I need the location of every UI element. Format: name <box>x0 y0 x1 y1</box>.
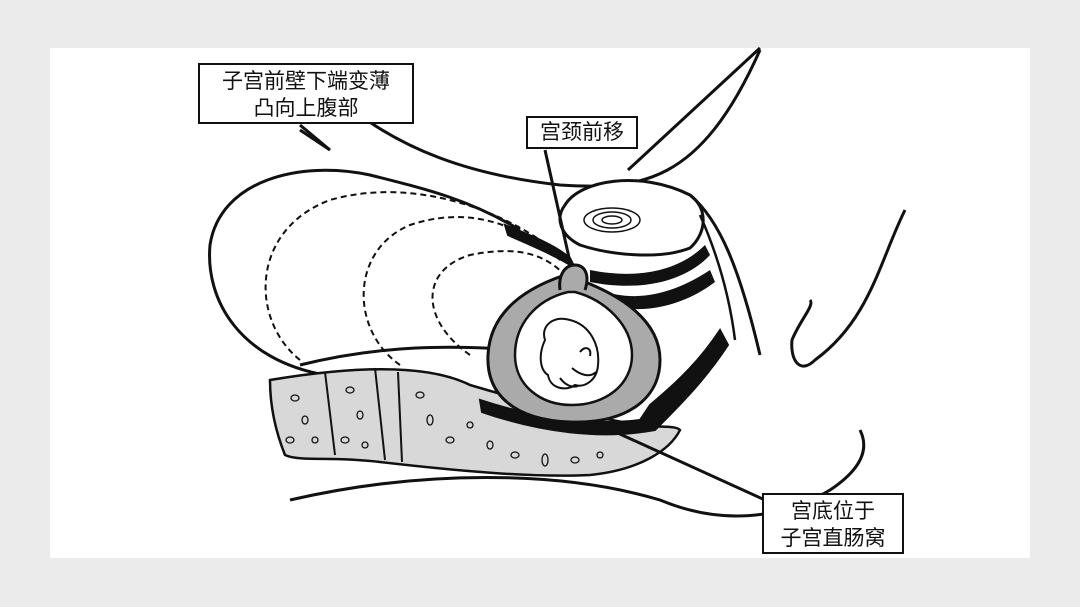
vaginal-channel <box>590 245 710 286</box>
pointer-top-left-line <box>299 123 331 152</box>
label-cervix: 宫颈前移 <box>526 116 638 149</box>
perineum-line-1 <box>689 193 762 356</box>
cervix <box>558 263 589 291</box>
sacrum-shape <box>268 368 682 477</box>
sacrum-bone-dots <box>285 386 604 467</box>
abdominal-outline <box>208 168 521 377</box>
perineum-line-2 <box>698 214 737 341</box>
pointer-cervix-to-uterus <box>543 149 572 263</box>
pointer-cervix-line <box>626 46 762 172</box>
bladder-icon <box>583 207 641 233</box>
dashed-contour-1 <box>264 191 541 361</box>
label-fundus-line1: 宫底位于 <box>791 499 875 523</box>
label-anterior-wall-line1: 子宫前壁下端变薄 <box>222 69 390 93</box>
fetus-icon <box>539 317 600 390</box>
label-fundus-line2: 子宫直肠窝 <box>780 526 886 550</box>
label-anterior-wall-line2: 凸向上腹部 <box>253 96 359 120</box>
pointer-fundus-line <box>599 423 766 502</box>
sacrum-vertebra-lines <box>324 367 403 463</box>
label-fundus: 宫底位于 子宫直肠窝 <box>762 493 904 554</box>
buttock-curve <box>790 209 907 368</box>
label-anterior-wall: 子宫前壁下端变薄 凸向上腹部 <box>198 63 414 124</box>
rectal-channel <box>600 270 715 310</box>
bladder-outline <box>558 179 705 257</box>
dashed-contour-3 <box>431 250 566 356</box>
label-cervix-text: 宫颈前移 <box>540 120 624 144</box>
abdominal-skin-line <box>339 49 762 188</box>
lower-body-curve <box>289 429 866 518</box>
